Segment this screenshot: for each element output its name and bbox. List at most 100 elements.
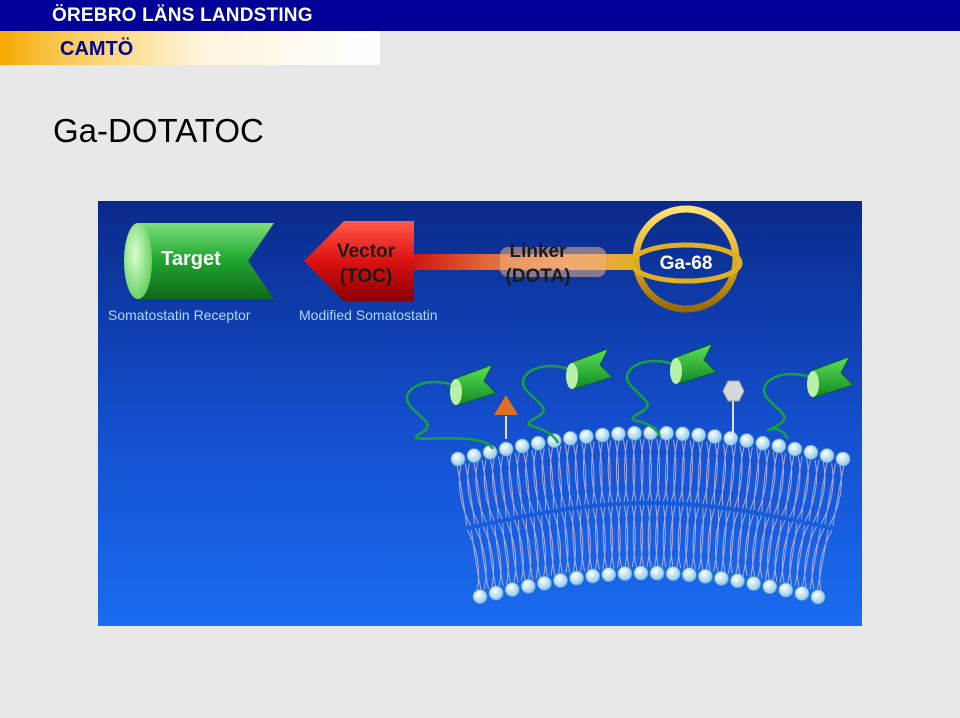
lipid-tail xyxy=(702,441,712,504)
target-label: Target xyxy=(161,248,221,270)
lipid-tail xyxy=(482,526,497,588)
lipid-tail xyxy=(779,521,794,584)
dotatoc-diagram: Target Somatostatin Receptor Vector (TOC… xyxy=(98,201,862,626)
lipid-head-top xyxy=(466,448,482,464)
lipid-tail xyxy=(757,449,770,512)
lipid-tail xyxy=(498,522,512,585)
linker-label-line1: Linker xyxy=(509,241,567,262)
lipid-tail xyxy=(556,445,566,508)
lipid-tail xyxy=(789,456,803,518)
lipid-tail xyxy=(537,515,549,577)
lipid-tail xyxy=(506,521,519,583)
lipid-tail xyxy=(772,519,786,582)
target-shape xyxy=(124,223,274,299)
lipid-head-bottom xyxy=(520,578,536,594)
receptor-pin-end xyxy=(670,358,682,384)
lipid-tail xyxy=(765,451,778,514)
lipid-tail xyxy=(686,440,695,503)
lipid-head-top xyxy=(771,438,787,454)
lipid-tail xyxy=(694,441,703,504)
lipid-head-top xyxy=(514,438,530,454)
lipid-tail xyxy=(690,506,700,570)
lipid-tail xyxy=(521,518,534,580)
subheader-bar xyxy=(0,31,380,65)
receptor-tether xyxy=(521,364,575,444)
lipid-head-bottom xyxy=(536,575,552,591)
vector-caption: Modified Somatostatin xyxy=(299,307,438,323)
lipid-tail xyxy=(668,505,676,568)
receptor-pin-end xyxy=(450,379,462,405)
lipid-tail xyxy=(801,526,817,588)
lipid-tail xyxy=(489,457,503,520)
lipid-head-top xyxy=(675,426,690,442)
target-caption: Somatostatin Receptor xyxy=(108,307,251,323)
lipid-tail xyxy=(576,509,586,572)
lipid-tail xyxy=(683,506,692,569)
lipid-tail xyxy=(804,459,820,522)
receptor-tether xyxy=(625,359,679,437)
lipid-tail xyxy=(473,461,487,523)
lipid-tail xyxy=(820,463,837,525)
receptor-tether xyxy=(405,380,495,450)
lipid-tail xyxy=(653,504,661,568)
lipid-tail xyxy=(589,441,598,504)
lipid-tail xyxy=(568,510,578,573)
lipid-tail xyxy=(663,439,670,502)
lipid-head-top xyxy=(691,427,707,443)
lipid-tail xyxy=(481,459,495,521)
lipid-tail xyxy=(466,529,482,591)
lipid-head-top xyxy=(530,435,546,451)
lipid-head-bottom xyxy=(778,582,794,598)
lipid-tail xyxy=(531,449,543,512)
lipid-tail xyxy=(614,439,621,503)
lipid-head-top xyxy=(627,425,642,441)
lipid-tail xyxy=(639,504,645,568)
lipid-tail xyxy=(514,452,527,515)
lipid-tail xyxy=(781,454,795,517)
organization-name: ÖREBRO LÄNS LANDSTING xyxy=(52,5,313,26)
lipid-head-bottom xyxy=(488,585,504,601)
lipid-tail xyxy=(548,447,558,509)
lipid-head-top xyxy=(546,433,562,449)
lipid-head-top xyxy=(450,451,466,467)
lipid-head-bottom xyxy=(730,573,745,589)
lipid-head-bottom xyxy=(681,567,697,583)
receptor-pin-end xyxy=(566,363,578,389)
lipid-tail xyxy=(606,440,613,503)
lipid-tail xyxy=(622,439,629,502)
lipid-head-top xyxy=(482,444,498,460)
lipid-head-bottom xyxy=(794,586,810,601)
lipid-head-top xyxy=(723,430,739,446)
receptor-tether xyxy=(762,372,816,440)
cell-membrane xyxy=(450,425,851,605)
lipid-tail xyxy=(490,524,504,586)
lipid-head-bottom xyxy=(665,566,681,582)
hexagon-marker xyxy=(722,380,745,402)
lipid-tail xyxy=(718,443,728,506)
vector-label-line2: (TOC) xyxy=(340,266,392,287)
lipid-head-bottom xyxy=(601,567,617,582)
lipid-tail xyxy=(726,444,737,507)
lipid-head-bottom xyxy=(617,566,633,581)
header-bar: ÖREBRO LÄNS LANDSTING xyxy=(0,0,960,31)
lipid-head-bottom xyxy=(714,570,729,586)
lipid-tail xyxy=(639,438,645,502)
lipid-tail xyxy=(720,510,731,573)
lipid-head-top xyxy=(707,429,723,444)
lipid-head-bottom xyxy=(553,573,568,588)
lipid-tail xyxy=(513,519,526,582)
lipid-tail xyxy=(584,508,593,571)
vector-shape xyxy=(304,221,414,301)
lipid-tail xyxy=(698,507,708,570)
lipid-head-top xyxy=(755,435,771,451)
lipid-head-top xyxy=(819,448,835,464)
lipid-head-top xyxy=(739,433,755,449)
lipid-tail xyxy=(560,511,571,574)
lipid-tail xyxy=(523,451,535,514)
lipid-head-bottom xyxy=(697,568,713,584)
linker-label-line2: (DOTA) xyxy=(505,266,570,287)
receptor-pin-end xyxy=(807,371,819,397)
lipid-tail xyxy=(816,529,833,592)
lipid-tail xyxy=(749,448,762,511)
lipid-tail xyxy=(828,464,845,527)
